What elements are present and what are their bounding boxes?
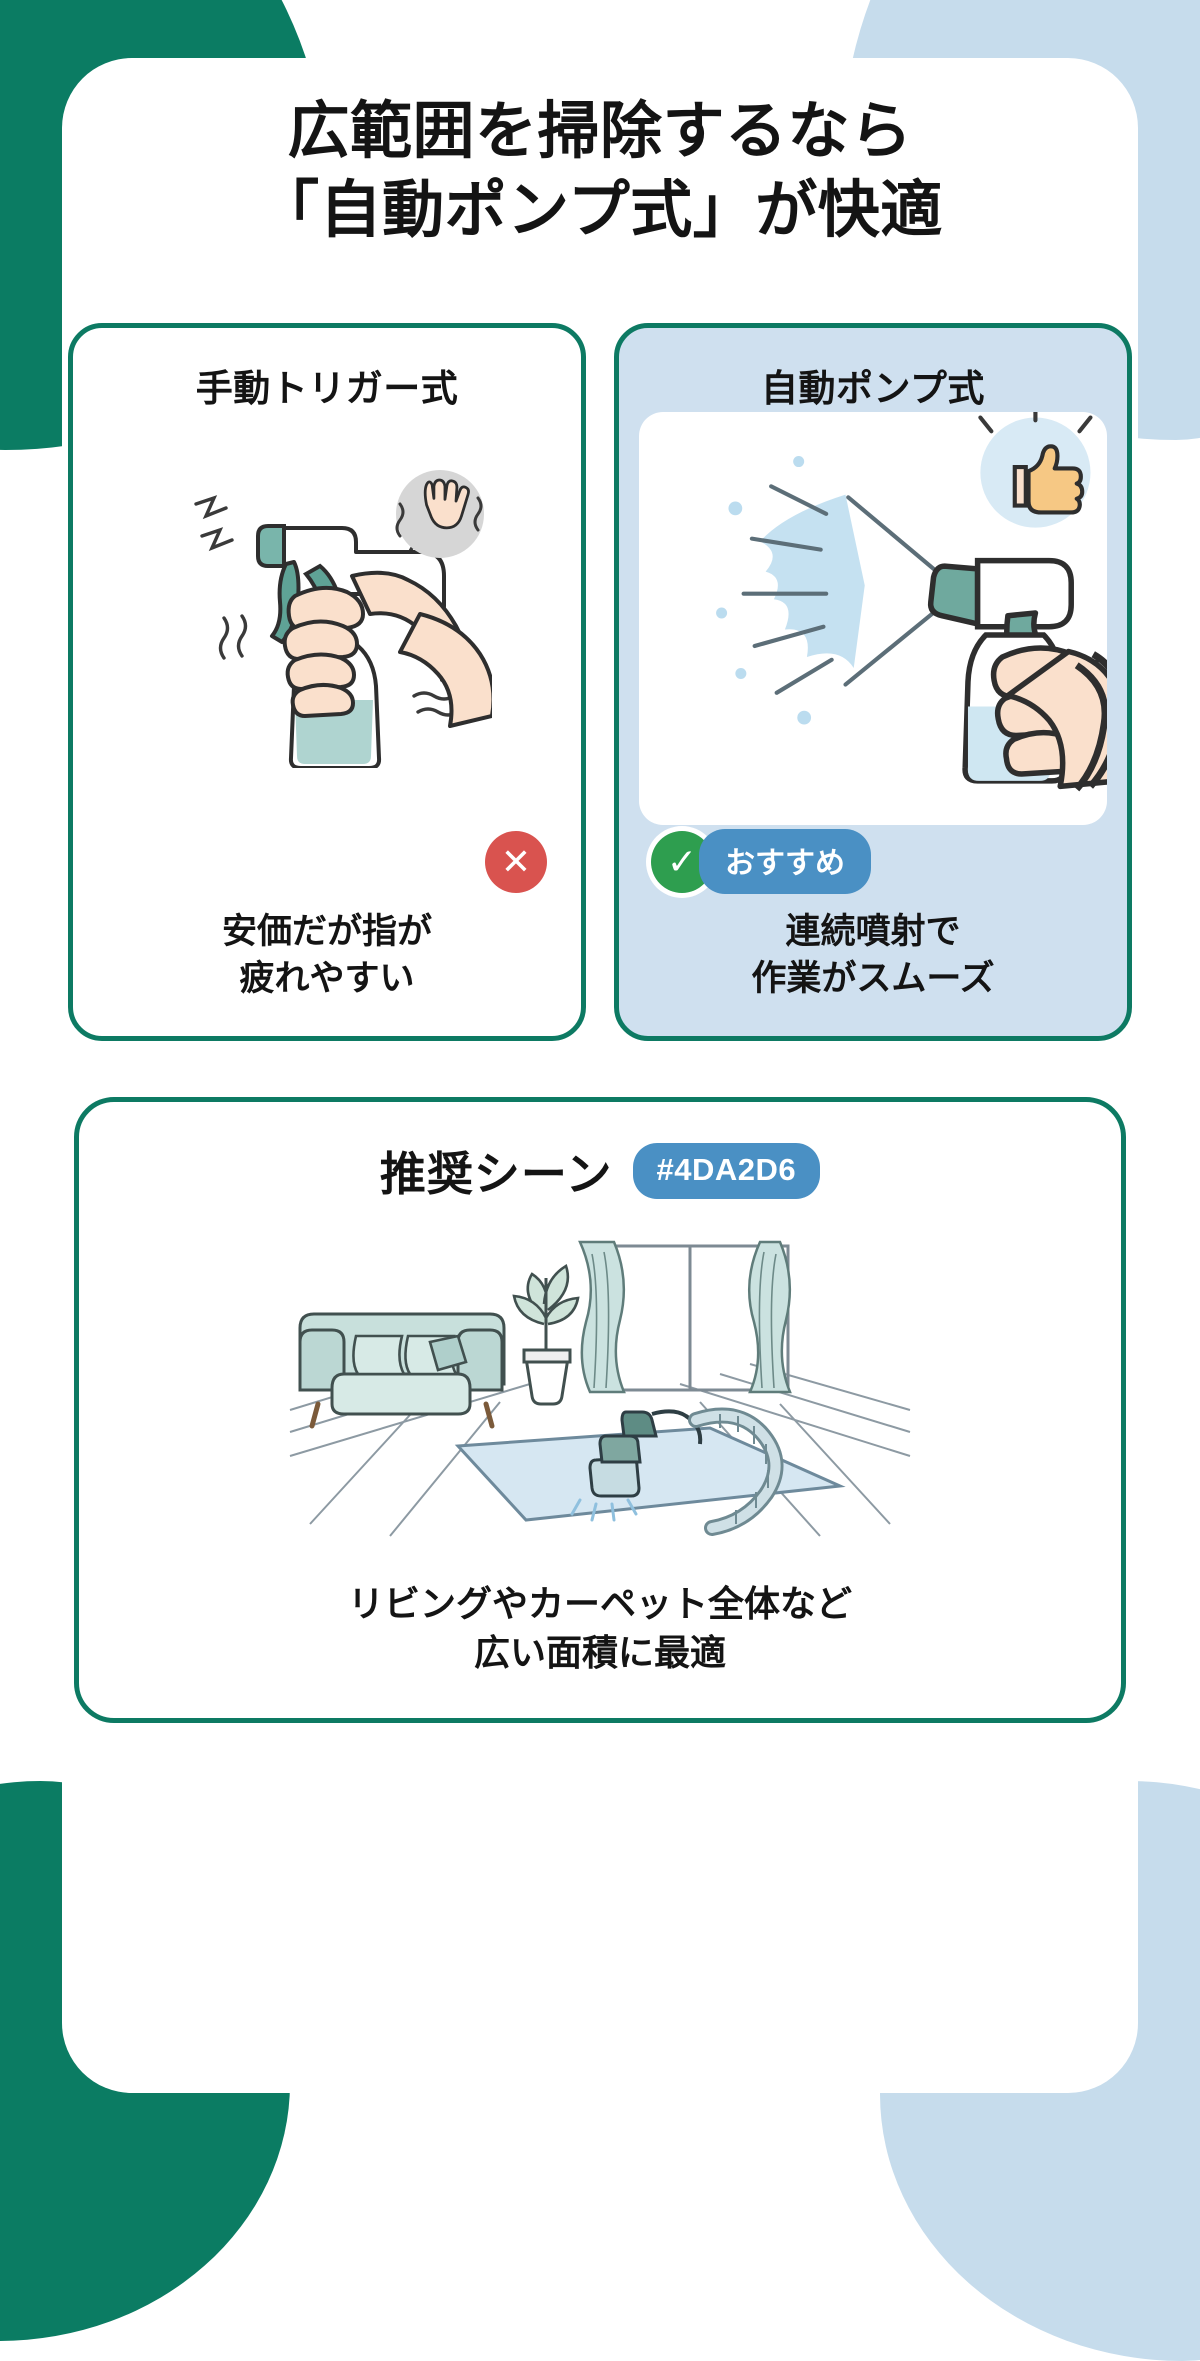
page-title: 広範囲を掃除するなら 「自動ポンプ式」が快適 bbox=[62, 92, 1138, 251]
card-auto-badge-row: ✓ おすすめ bbox=[639, 829, 1107, 895]
page-title-line-1: 広範囲を掃除するなら bbox=[287, 97, 913, 166]
card-auto-caption-line-1: 連続噴射で bbox=[785, 911, 961, 951]
page-header: 広範囲を掃除するなら 「自動ポンプ式」が快適 bbox=[62, 0, 1138, 251]
card-manual-title: 手動トリガー式 bbox=[195, 367, 459, 409]
recommend-badge: おすすめ bbox=[699, 829, 871, 895]
scene-illustration-wrap bbox=[109, 1224, 1091, 1554]
card-auto-illustration-wrap bbox=[639, 411, 1107, 825]
living-room-carpet-cleaning-icon bbox=[289, 1241, 911, 1538]
card-manual-badge-row: ✕ bbox=[93, 829, 561, 895]
cross-icon: ✕ bbox=[485, 830, 547, 893]
scene-header: 推奨シーン #4DA2D6 bbox=[109, 1138, 1091, 1204]
card-auto-caption: 連続噴射で 作業がスムーズ bbox=[751, 909, 994, 1003]
card-auto-title: 自動ポンプ式 bbox=[761, 367, 985, 409]
scene-caption-line-1: リビングやカーペット全体など bbox=[347, 1583, 852, 1625]
card-auto-pump[interactable]: 自動ポンプ式 bbox=[614, 322, 1132, 1042]
card-manual-caption-line-2: 疲れやすい bbox=[239, 958, 415, 998]
hand-holding-pump-sprayer-with-hose-icon bbox=[716, 411, 1107, 792]
hand-squeezing-trigger-spray-bottle-icon bbox=[194, 470, 492, 769]
comparison-row: 手動トリガー式 bbox=[62, 322, 1138, 1042]
card-auto-caption-line-2: 作業がスムーズ bbox=[751, 958, 995, 998]
card-auto-inner-panel bbox=[639, 411, 1107, 825]
card-manual-trigger[interactable]: 手動トリガー式 bbox=[68, 322, 586, 1042]
scene-caption-line-2: 広い面積に最適 bbox=[473, 1632, 726, 1674]
scene-hashtag-badge: #4DA2D6 bbox=[632, 1143, 821, 1200]
scene-caption: リビングやカーペット全体など 広い面積に最適 bbox=[109, 1580, 1091, 1678]
page-content: 広範囲を掃除するなら 「自動ポンプ式」が快適 手動トリガー式 bbox=[62, 0, 1138, 1724]
card-recommended-scene[interactable]: 推奨シーン #4DA2D6 bbox=[74, 1097, 1126, 1724]
card-manual-caption-line-1: 安価だが指が bbox=[221, 911, 432, 951]
card-manual-caption: 安価だが指が 疲れやすい bbox=[222, 909, 432, 1003]
card-manual-illustration-wrap bbox=[93, 412, 561, 825]
scene-title: 推奨シーン bbox=[379, 1148, 613, 1201]
page-title-line-2: 「自動ポンプ式」が快適 bbox=[257, 176, 943, 246]
